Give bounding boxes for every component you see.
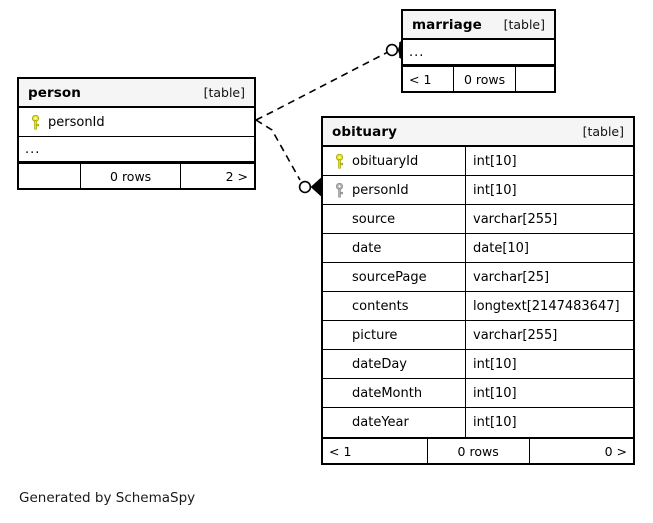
table-person-footer-rowcount: 0 rows <box>80 164 182 188</box>
table-row[interactable]: picture varchar[255] <box>323 321 633 350</box>
table-marriage-footer: < 1 0 rows <box>403 65 554 91</box>
table-person-kind: [table] <box>203 85 245 100</box>
column-cell-name: date <box>323 234 465 262</box>
table-marriage-footer-rowcount: 0 rows <box>452 67 517 91</box>
table-obituary-kind: [table] <box>582 124 624 139</box>
column-name-label: obituaryId <box>352 153 419 169</box>
column-cell-type: varchar[255] <box>465 321 633 349</box>
table-row[interactable]: dateMonth int[10] <box>323 379 633 408</box>
table-marriage-footer-parents: < 1 <box>409 71 432 87</box>
column-cell-name: dateDay <box>323 350 465 378</box>
table-obituary-title: obituary <box>332 123 397 140</box>
diagram-caption: Generated by SchemaSpy <box>19 490 196 506</box>
table-person-footer: 0 rows 2 > <box>19 162 254 188</box>
table-row[interactable]: dateDay int[10] <box>323 350 633 379</box>
relationship-person-marriage <box>255 41 402 121</box>
table-row[interactable]: dateYear int[10] <box>323 408 633 437</box>
table-obituary-footer-children: 0 > <box>604 443 627 459</box>
table-row[interactable]: contents longtext[2147483647] <box>323 292 633 321</box>
column-cell-name: personId <box>323 176 465 204</box>
table-person-header: person [table] <box>19 79 254 108</box>
table-marriage-title: marriage <box>412 16 482 33</box>
column-name-label: dateMonth <box>352 385 423 401</box>
column-cell-name: obituaryId <box>323 147 465 175</box>
column-name-label: personId <box>48 114 105 130</box>
column-name-label: source <box>352 211 396 227</box>
table-obituary-header: obituary [table] <box>323 118 633 147</box>
column-cell-name: dateMonth <box>323 379 465 407</box>
column-cell-name: dateYear <box>323 408 465 437</box>
column-name-label: date <box>352 240 382 256</box>
column-cell-name: source <box>323 205 465 233</box>
table-person-more-columns: ... <box>19 137 254 162</box>
table-marriage-kind: [table] <box>503 17 545 32</box>
primary-key-icon <box>331 153 348 169</box>
foreign-key-icon <box>331 182 348 198</box>
relationship-line-person-marriage <box>255 51 389 121</box>
relationship-person-obituary <box>255 119 322 197</box>
table-person-title: person <box>28 84 81 101</box>
table-row[interactable]: obituaryId int[10] <box>323 147 633 176</box>
primary-key-icon <box>27 114 44 130</box>
column-cell-type: int[10] <box>465 350 633 378</box>
table-marriage-footer-children <box>516 67 554 91</box>
column-cell-name: sourcePage <box>323 263 465 291</box>
table-marriage-more-columns: ... <box>403 40 554 65</box>
table-marriage[interactable]: marriage [table] ... < 1 0 rows <box>401 9 556 93</box>
optional-cardinality-circle-obituary <box>298 180 312 194</box>
table-marriage-header: marriage [table] <box>403 11 554 40</box>
optional-cardinality-circle-marriage <box>385 43 399 57</box>
table-row[interactable]: source varchar[255] <box>323 205 633 234</box>
column-cell-type: date[10] <box>465 234 633 262</box>
table-row[interactable]: personId <box>19 108 254 137</box>
column-name-label: picture <box>352 327 398 343</box>
table-obituary-columns: obituaryId int[10] personId int[10] source va… <box>323 147 633 437</box>
table-obituary-footer-parents: < 1 <box>329 443 352 459</box>
table-obituary-footer: < 1 0 rows 0 > <box>323 437 633 463</box>
column-cell-name: contents <box>323 292 465 320</box>
column-name-label: sourcePage <box>352 269 427 285</box>
column-cell-type: int[10] <box>465 408 633 437</box>
table-row[interactable]: sourcePage varchar[25] <box>323 263 633 292</box>
table-row[interactable]: personId int[10] <box>323 176 633 205</box>
column-cell-type: int[10] <box>465 147 633 175</box>
table-person-footer-parents <box>19 164 80 188</box>
table-person-footer-children: 2 > <box>225 168 248 184</box>
column-name-label: dateDay <box>352 356 407 372</box>
table-row[interactable]: date date[10] <box>323 234 633 263</box>
column-cell-name: picture <box>323 321 465 349</box>
table-person[interactable]: person [table] personId ... 0 rows <box>17 77 256 190</box>
column-cell-name: personId <box>19 108 254 136</box>
relationship-line-person-obituary <box>255 119 301 181</box>
column-cell-type: longtext[2147483647] <box>465 292 633 320</box>
column-cell-type: varchar[255] <box>465 205 633 233</box>
column-name-label: contents <box>352 298 409 314</box>
crowsfoot-many-obituary <box>310 177 322 197</box>
column-name-label: personId <box>352 182 409 198</box>
table-obituary-footer-rowcount: 0 rows <box>426 439 530 463</box>
column-cell-type: int[10] <box>465 379 633 407</box>
column-name-label: dateYear <box>352 415 409 430</box>
column-cell-type: int[10] <box>465 176 633 204</box>
column-cell-type: varchar[25] <box>465 263 633 291</box>
